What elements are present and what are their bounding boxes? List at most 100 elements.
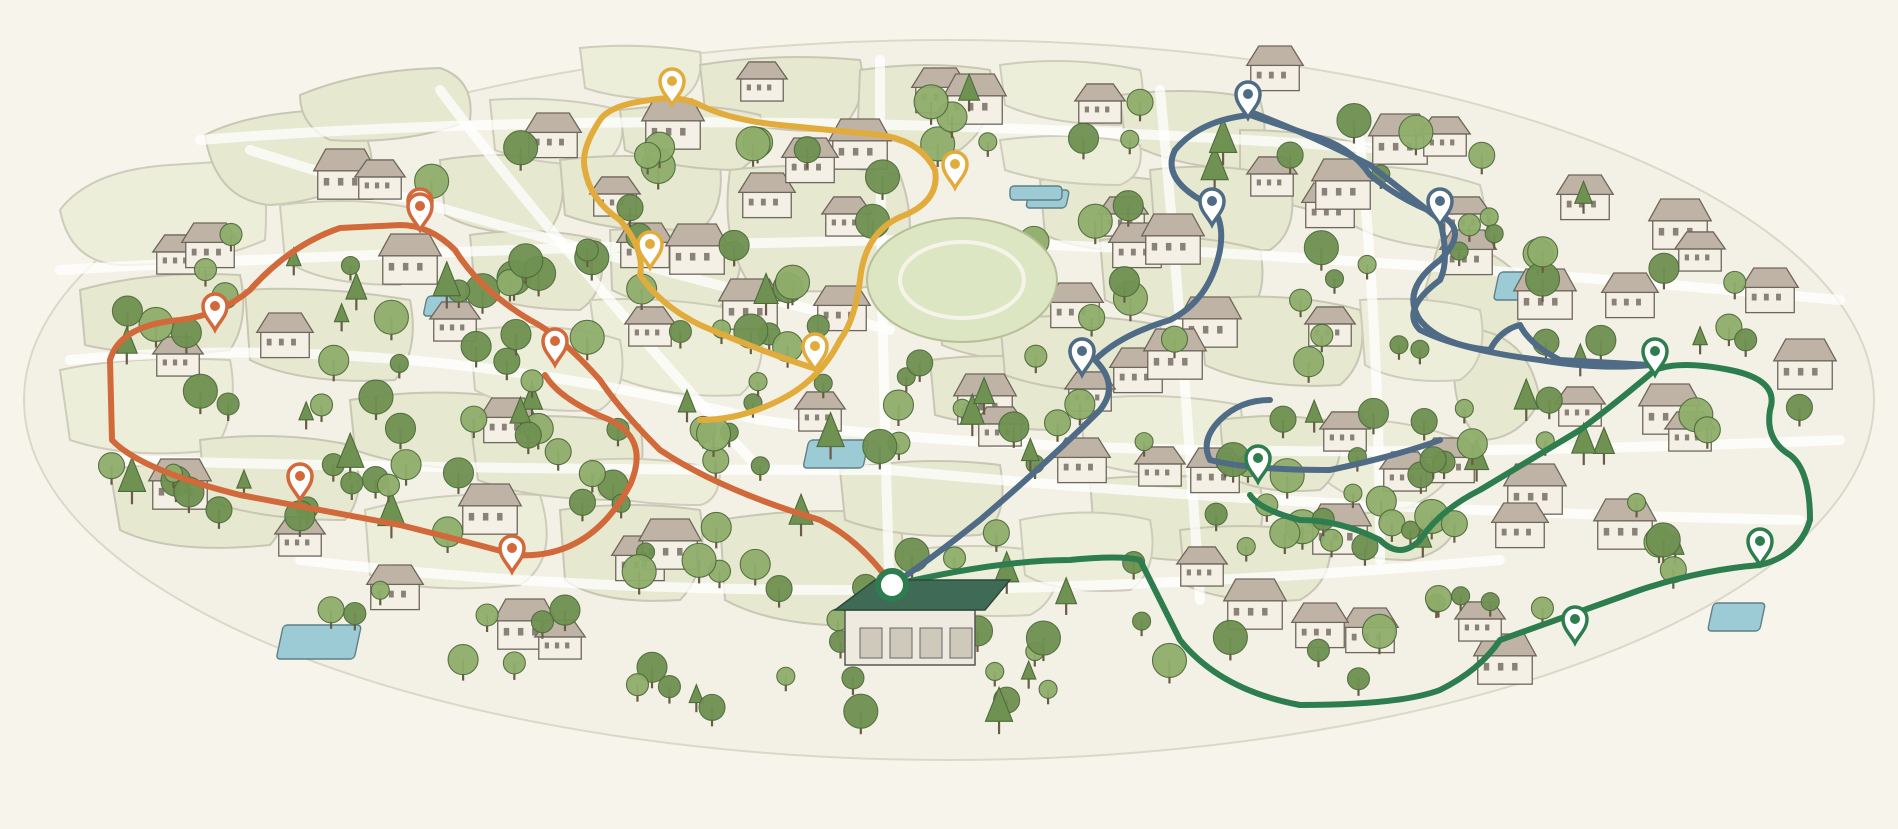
tree	[1734, 328, 1758, 357]
tree	[340, 471, 364, 501]
green-route[interactable]	[889, 362, 1813, 708]
tree	[735, 126, 771, 167]
house	[735, 61, 789, 102]
tree	[1525, 261, 1561, 303]
tree	[1204, 502, 1228, 532]
map-pin-icon[interactable]	[941, 150, 969, 192]
tree	[677, 388, 697, 423]
house	[1772, 338, 1838, 390]
tree	[1067, 122, 1100, 160]
house	[1222, 578, 1288, 630]
tree	[718, 229, 750, 267]
depot-door	[919, 627, 943, 659]
map-pin-icon[interactable]	[801, 332, 829, 374]
map-pin-icon[interactable]	[201, 292, 229, 334]
tree	[748, 372, 768, 397]
map-pin-icon[interactable]	[1244, 444, 1272, 486]
map-pin-icon[interactable]	[1198, 187, 1226, 229]
house	[1318, 411, 1372, 452]
map-pin-icon[interactable]	[636, 230, 664, 272]
tree	[1151, 642, 1188, 684]
tree	[1310, 323, 1334, 353]
tree	[345, 271, 368, 311]
tree	[1078, 303, 1106, 337]
map-pin-icon[interactable]	[406, 192, 434, 234]
pool	[1707, 602, 1766, 632]
blue-route-branch[interactable]	[1242, 107, 1653, 370]
house	[1647, 198, 1713, 250]
tree	[321, 453, 345, 482]
tree	[700, 511, 732, 549]
tree	[843, 693, 879, 735]
tree	[1236, 536, 1256, 562]
tree	[1419, 446, 1447, 479]
tree	[1440, 510, 1468, 543]
tree	[216, 392, 240, 421]
house	[1555, 174, 1615, 221]
house	[365, 564, 425, 611]
city-block	[998, 135, 1142, 187]
map-pin-icon[interactable]	[286, 462, 314, 504]
tree	[500, 318, 532, 356]
tree	[182, 373, 218, 415]
map-pin-icon[interactable]	[658, 67, 686, 109]
yellow-route[interactable]	[581, 95, 939, 423]
tree	[1064, 388, 1096, 426]
tree	[117, 456, 147, 505]
depot-marker[interactable]	[875, 568, 909, 602]
tree	[1126, 88, 1154, 122]
tree	[1306, 638, 1330, 668]
map-pin-icon[interactable]	[1234, 80, 1262, 122]
tree	[549, 594, 581, 632]
park-pond	[1009, 185, 1063, 201]
tree	[1112, 190, 1144, 227]
tree	[318, 344, 350, 382]
tree	[626, 273, 658, 311]
house	[737, 172, 797, 219]
tree	[333, 302, 350, 332]
orange-route[interactable]	[107, 222, 895, 588]
tree	[1693, 416, 1721, 449]
house	[377, 233, 443, 285]
tree	[1269, 405, 1297, 439]
tree	[1513, 377, 1540, 422]
map-pin-icon[interactable]	[1561, 605, 1589, 647]
tree	[668, 319, 692, 349]
tree	[698, 693, 726, 727]
tree	[621, 553, 657, 595]
tree	[765, 575, 793, 608]
tree	[913, 84, 949, 125]
blue-route-branch[interactable]	[1203, 397, 1443, 473]
tree	[739, 548, 771, 586]
tree	[475, 603, 499, 633]
map-pin-icon[interactable]	[1641, 337, 1669, 379]
tree	[1043, 409, 1072, 442]
blue-route[interactable]	[889, 112, 1653, 588]
map-pin-icon[interactable]	[498, 534, 526, 576]
map-pin-icon[interactable]	[1746, 527, 1774, 569]
tree	[1592, 426, 1616, 465]
tree	[1570, 421, 1597, 466]
tree	[984, 685, 1014, 735]
tree	[862, 428, 898, 470]
map-pin-icon[interactable]	[1068, 337, 1096, 379]
tree	[998, 411, 1030, 448]
tree	[544, 438, 572, 471]
trees	[97, 72, 1813, 735]
tree	[1723, 270, 1747, 300]
map-pin-icon[interactable]	[541, 327, 569, 369]
tree	[568, 488, 596, 522]
house	[793, 391, 847, 432]
tree	[1361, 613, 1398, 655]
tree	[906, 349, 934, 382]
house	[1740, 267, 1800, 314]
tree	[1398, 114, 1434, 156]
house	[623, 306, 677, 347]
tree	[1389, 335, 1409, 360]
tree	[442, 457, 475, 494]
map-pin-icon[interactable]	[1426, 187, 1454, 229]
depot[interactable]	[832, 568, 1012, 666]
tree	[1457, 213, 1481, 242]
